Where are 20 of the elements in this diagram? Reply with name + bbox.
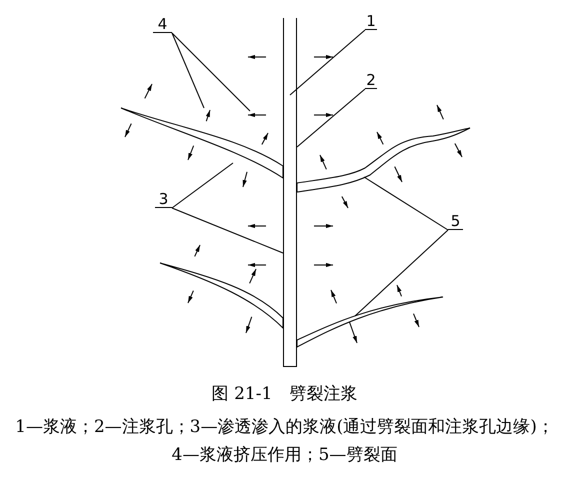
fissure bbox=[160, 262, 284, 328]
callout-number: 2 bbox=[365, 73, 377, 89]
fissure bbox=[296, 128, 470, 192]
callout-number: 3 bbox=[155, 192, 172, 208]
fissure bbox=[120, 108, 284, 178]
leader-line bbox=[364, 176, 448, 230]
callout-number: 5 bbox=[448, 214, 463, 230]
leader-line bbox=[172, 32, 250, 112]
figure-title: 图 21-1 劈裂注浆 bbox=[210, 383, 358, 405]
figure-caption: 1—浆液；2—注浆孔；3—渗透渗入的浆液(通过劈裂面和注浆孔边缘)；4—浆液挤压作用；5—劈裂面 bbox=[14, 416, 555, 467]
callout-number: 4 bbox=[153, 17, 172, 33]
leader-line bbox=[172, 162, 234, 208]
leader-line bbox=[296, 88, 366, 148]
grout-hole bbox=[283, 18, 297, 367]
leader-line bbox=[354, 230, 448, 316]
fissure bbox=[296, 296, 444, 348]
leader-line bbox=[172, 32, 204, 108]
leader-line bbox=[172, 208, 284, 254]
callout-number: 1 bbox=[365, 14, 377, 30]
leader-line bbox=[290, 30, 366, 96]
